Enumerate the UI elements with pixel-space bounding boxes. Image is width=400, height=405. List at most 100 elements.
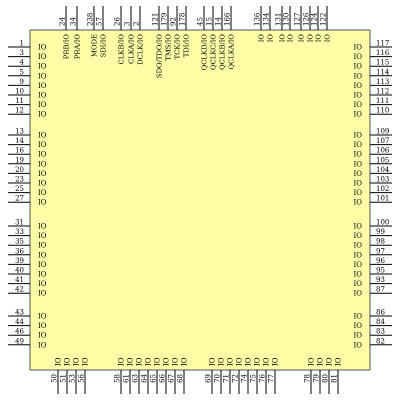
pin-label: IO: [326, 357, 334, 366]
pin-label: IO: [267, 34, 275, 43]
pin-number: 14: [15, 137, 24, 145]
pin-label: SDI/IO: [100, 34, 108, 58]
pin-number: 93: [376, 276, 385, 284]
pin-number: 127: [294, 13, 302, 26]
pin-number: 78: [304, 374, 312, 383]
pin-label: CLKB/IO: [118, 34, 126, 65]
pin-label: IO: [353, 189, 362, 197]
pin-label: IO: [64, 357, 72, 366]
pin-number: 46: [15, 328, 24, 336]
pin-label: IO: [38, 332, 47, 340]
pin-label: QCLKC/IO: [210, 34, 218, 70]
pin-label: IO: [118, 357, 126, 366]
pin-label: IO: [353, 160, 362, 168]
pin-label: IO: [353, 261, 362, 269]
pin-label: IO: [287, 34, 295, 43]
pin-number: 101: [376, 195, 389, 203]
pin-number: 102: [376, 185, 389, 193]
pin-label: TCK/IO: [174, 34, 182, 60]
pin-label: IO: [353, 170, 362, 178]
pin-label: IO: [209, 357, 217, 366]
pin-number: 79: [313, 374, 321, 383]
pin-number: 117: [376, 40, 389, 48]
pin-label: IO: [324, 34, 332, 43]
pin-label: IO: [263, 357, 271, 366]
pin-number: 67: [168, 374, 176, 383]
pin-number: 92: [170, 17, 178, 26]
pin-label: IO: [38, 63, 47, 71]
pin-label: IO: [38, 141, 47, 149]
pin-label: IO: [154, 357, 162, 366]
pin-number: 80: [322, 374, 330, 383]
pin-label: IO: [298, 34, 306, 43]
pin-number: 95: [376, 267, 385, 275]
pin-label: SDO/TDO/IO: [156, 34, 164, 78]
pin-label: IO: [172, 357, 180, 366]
pin-number: 4: [20, 59, 25, 67]
pin-label: IO: [353, 290, 362, 298]
pin-label: IO: [55, 357, 63, 366]
pin-label: IO: [353, 232, 362, 240]
pin-number: 116: [376, 49, 390, 57]
pin-number: 178: [179, 13, 187, 26]
pin-number: 19: [15, 156, 24, 164]
pin-number: 33: [15, 228, 24, 236]
pin-label: IO: [353, 72, 362, 80]
pin-label: IO: [353, 53, 362, 61]
pin-number: 115: [376, 59, 389, 67]
pin-label: IO: [38, 72, 47, 80]
pin-label: IO: [38, 92, 47, 100]
pin-number: 23: [15, 176, 24, 184]
pin-label: IO: [38, 189, 47, 197]
pin-label: IO: [353, 141, 362, 149]
pin-number: 114: [376, 68, 390, 76]
pin-label: IO: [353, 313, 362, 321]
pin-label: IO: [38, 151, 47, 159]
pin-number: 110: [376, 107, 389, 115]
pin-number: 27: [15, 195, 24, 203]
pin-label: IO: [353, 82, 362, 90]
pin-label: IO: [353, 132, 362, 140]
pin-number: 83: [376, 328, 385, 336]
pin-label: IO: [353, 111, 362, 119]
pin-label: IO: [279, 34, 287, 43]
pin-label: IO: [38, 322, 47, 330]
pin-number: 53: [69, 374, 77, 383]
pin-label: IO: [353, 332, 362, 340]
pin-number: 10: [15, 88, 24, 96]
pin-number: 14: [215, 17, 223, 26]
pin-label: IO: [353, 341, 362, 349]
pin-label: IO: [38, 170, 47, 178]
pin-label: DCLK/IO: [137, 34, 145, 65]
pin-label: IO: [353, 322, 362, 330]
pin-label: IO: [307, 34, 315, 43]
pin-number: 84: [376, 318, 385, 326]
pin-number: 238: [87, 13, 95, 26]
pin-number: 49: [15, 337, 24, 345]
pin-label: IO: [38, 271, 47, 279]
pin-label: IO: [136, 357, 144, 366]
pin-number: 40: [15, 267, 24, 275]
pin-label: IO: [236, 357, 244, 366]
pin-number: 35: [15, 238, 24, 246]
pin-number: 20: [15, 166, 24, 174]
pin-label: IO: [218, 357, 226, 366]
pin-number: 56: [78, 373, 86, 382]
pin-label: IO: [353, 151, 362, 159]
pin-number: 136: [254, 12, 262, 26]
pin-label: PRB/IO: [63, 34, 71, 60]
pin-number: 107: [376, 137, 389, 145]
pin-number: 57: [96, 17, 104, 26]
pin-label: IO: [38, 53, 47, 61]
pin-number: 50: [51, 374, 59, 383]
pin-number: 72: [232, 374, 240, 383]
pin-number: 76: [259, 373, 267, 382]
pin-label: IO: [38, 132, 47, 140]
pin-number: 34: [70, 17, 78, 26]
pin-number: 74: [241, 373, 249, 382]
pin-label: TMS/IO: [165, 34, 173, 61]
pin-number: 134: [263, 12, 271, 26]
pin-label: IO: [308, 357, 316, 366]
pin-label: IO: [353, 271, 362, 279]
